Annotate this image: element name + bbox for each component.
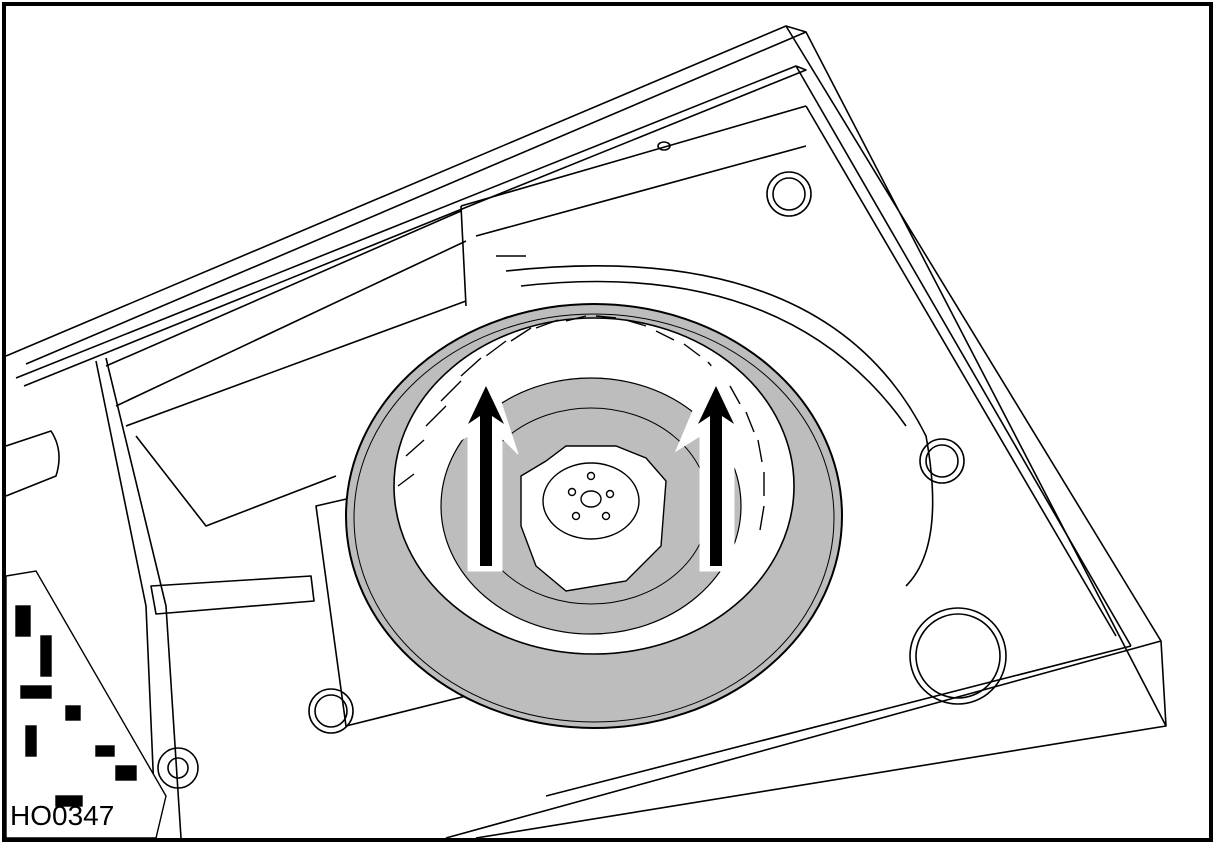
strut (150, 575, 315, 615)
scroll-housing (505, 265, 934, 587)
up-arrow-icon (440, 354, 519, 572)
left-post (95, 357, 182, 838)
mount-hole (308, 688, 354, 734)
tube (6, 430, 60, 497)
housing-inner-rim (15, 65, 807, 387)
blower-wheel (345, 303, 843, 729)
keyhole-mount (919, 438, 965, 484)
keyhole-mount (766, 171, 812, 217)
housing-front-wall (445, 640, 1167, 838)
figure-id-label: HO0347 (10, 800, 115, 831)
mount-hole (157, 747, 199, 789)
wheel-blades (397, 315, 765, 531)
divider-panel (460, 105, 807, 307)
wheel-hub (520, 445, 667, 592)
up-arrow-icon (674, 354, 756, 572)
housing-top-rim (6, 25, 807, 365)
circuit-board (6, 570, 167, 838)
housing-right-wall (785, 25, 1167, 727)
outlet-ring (909, 607, 1007, 705)
blower-housing-drawing (6, 25, 1167, 838)
